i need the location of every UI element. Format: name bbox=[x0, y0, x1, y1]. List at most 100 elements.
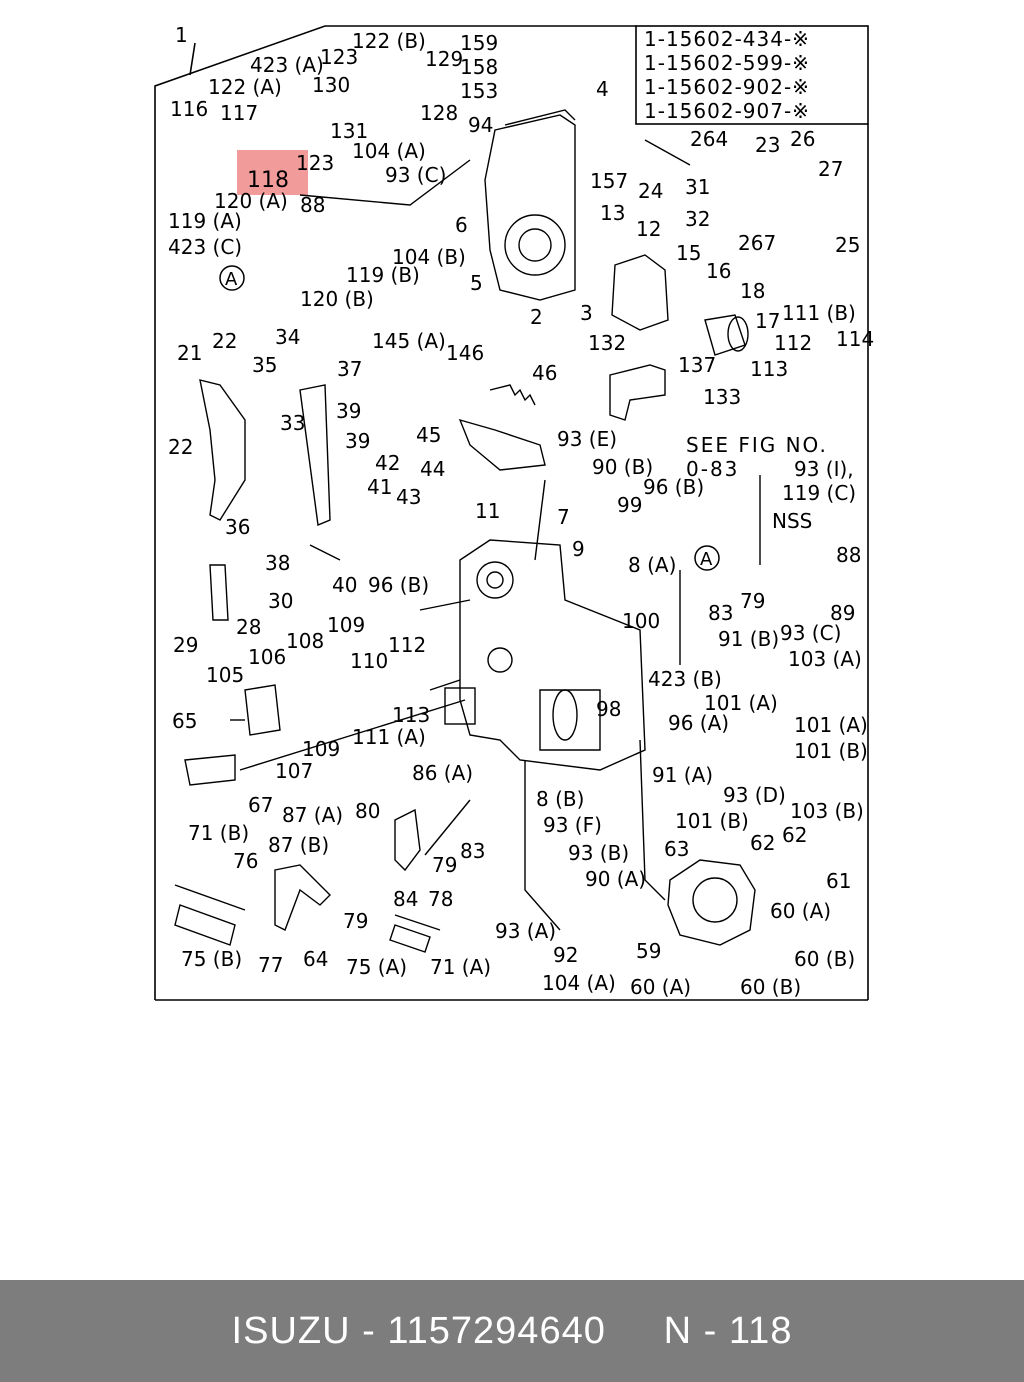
part-label: 38 bbox=[265, 551, 290, 575]
part-label: 62 bbox=[750, 831, 775, 855]
footer-page-code: N - 118 bbox=[663, 1309, 793, 1352]
part-label: 87 (A) bbox=[282, 803, 343, 827]
part-label: 108 bbox=[286, 629, 324, 653]
part-label: 59 bbox=[636, 939, 661, 963]
part-label: 4 bbox=[596, 77, 609, 101]
part-label: 93 (E) bbox=[557, 427, 617, 451]
part-label: 96 (B) bbox=[368, 573, 429, 597]
part-label: 93 (C) bbox=[780, 621, 841, 645]
part-label: 423 (B) bbox=[648, 667, 722, 691]
part-label: 8 (B) bbox=[536, 787, 584, 811]
part-label: 80 bbox=[355, 799, 380, 823]
part-label: 22 bbox=[212, 329, 237, 353]
part-label: 45 bbox=[416, 423, 441, 447]
part-label: 107 bbox=[275, 759, 313, 783]
part-label: 71 (B) bbox=[188, 821, 249, 845]
part-label: 111 (B) bbox=[782, 301, 856, 325]
part-label: 65 bbox=[172, 709, 197, 733]
part-label: 93 (C) bbox=[385, 163, 446, 187]
part-label: 129 bbox=[425, 47, 463, 71]
part-label: 62 bbox=[782, 823, 807, 847]
part-label: 99 bbox=[617, 493, 642, 517]
part-label: 18 bbox=[740, 279, 765, 303]
part-label: 76 bbox=[233, 849, 258, 873]
part-label: 39 bbox=[345, 429, 370, 453]
part-label: 93 (F) bbox=[543, 813, 602, 837]
part-label: 11 bbox=[475, 499, 500, 523]
part-label: 146 bbox=[446, 341, 484, 365]
highlight-box bbox=[237, 150, 308, 195]
part-label: 32 bbox=[685, 207, 710, 231]
part-label: 109 bbox=[302, 737, 340, 761]
part-label: 39 bbox=[336, 399, 361, 423]
part-number-box: 1-15602-434-※ 1-15602-599-※ 1-15602-902-… bbox=[644, 27, 810, 123]
part-number-line: 1-15602-434-※ bbox=[644, 27, 810, 51]
part-label: 113 bbox=[750, 357, 788, 381]
part-label: 36 bbox=[225, 515, 250, 539]
part-label: 27 bbox=[818, 157, 843, 181]
part-label: 93 (D) bbox=[723, 783, 786, 807]
part-label: 64 bbox=[303, 947, 328, 971]
part-label: 37 bbox=[337, 357, 362, 381]
part-label: 71 (A) bbox=[430, 955, 491, 979]
part-label: 101 (B) bbox=[675, 809, 749, 833]
part-label: 106 bbox=[248, 645, 286, 669]
part-label: 101 (A) bbox=[794, 713, 868, 737]
part-label: 123 bbox=[320, 45, 358, 69]
part-label: 21 bbox=[177, 341, 202, 365]
part-label: 145 (A) bbox=[372, 329, 446, 353]
svg-text:A: A bbox=[225, 269, 238, 290]
part-label: 104 (B) bbox=[392, 245, 466, 269]
part-label: 96 (B) bbox=[643, 475, 704, 499]
part-label: 26 bbox=[790, 127, 815, 151]
part-label: 16 bbox=[706, 259, 731, 283]
part-label: 75 (A) bbox=[346, 955, 407, 979]
part-label: 61 bbox=[826, 869, 851, 893]
part-label: 2 bbox=[530, 305, 543, 329]
diagram-frame bbox=[154, 25, 869, 1001]
part-label: 28 bbox=[236, 615, 261, 639]
part-label: 17 bbox=[755, 309, 780, 333]
part-label: 423 (C) bbox=[168, 235, 242, 259]
see-fig-note: SEE FIG NO. bbox=[686, 433, 828, 457]
part-label: 120 (B) bbox=[300, 287, 374, 311]
part-label: 423 (A) bbox=[250, 53, 324, 77]
part-label: 93 (I), bbox=[794, 457, 854, 481]
part-label: 41 bbox=[367, 475, 392, 499]
part-number-line: 1-15602-902-※ bbox=[644, 75, 810, 99]
part-label: 29 bbox=[173, 633, 198, 657]
part-label: 101 (A) bbox=[704, 691, 778, 715]
part-label: 123 bbox=[296, 151, 334, 175]
part-label: 60 (A) bbox=[630, 975, 691, 999]
part-label: 78 bbox=[428, 887, 453, 911]
part-label: 77 bbox=[258, 953, 283, 977]
part-label: 83 bbox=[708, 601, 733, 625]
part-label: 116 bbox=[170, 97, 208, 121]
part-label: 132 bbox=[588, 331, 626, 355]
part-number-line: 1-15602-599-※ bbox=[644, 51, 810, 75]
part-label: 264 bbox=[690, 127, 728, 151]
part-label: NSS bbox=[772, 509, 812, 533]
part-label: 93 (B) bbox=[568, 841, 629, 865]
part-label: 90 (B) bbox=[592, 455, 653, 479]
part-label: 119 (C) bbox=[782, 481, 856, 505]
footer-separator: - bbox=[362, 1309, 376, 1352]
part-label: 7 bbox=[557, 505, 570, 529]
part-label: 12 bbox=[636, 217, 661, 241]
part-label: 42 bbox=[375, 451, 400, 475]
part-label: 79 bbox=[432, 853, 457, 877]
part-label: 122 (A) bbox=[208, 75, 282, 99]
part-label: 110 bbox=[350, 649, 388, 673]
part-label: 40 bbox=[332, 573, 357, 597]
part-label: 84 bbox=[393, 887, 418, 911]
part-label: 87 (B) bbox=[268, 833, 329, 857]
part-label: 89 bbox=[830, 601, 855, 625]
part-label: 153 bbox=[460, 79, 498, 103]
part-label: 114 bbox=[836, 327, 874, 351]
part-label: 112 bbox=[388, 633, 426, 657]
footer-caption: ISUZU - 1157294640 N - 118 bbox=[232, 1310, 793, 1353]
part-label: 86 (A) bbox=[412, 761, 473, 785]
part-drawings bbox=[174, 109, 761, 953]
part-label: 30 bbox=[268, 589, 293, 613]
part-label: 137 bbox=[678, 353, 716, 377]
